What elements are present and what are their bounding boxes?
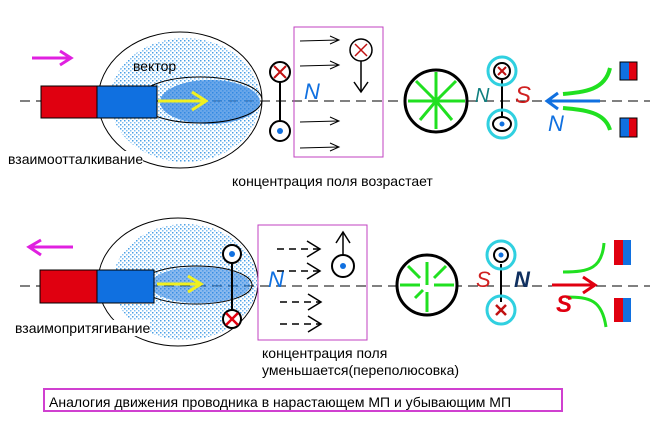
field-lines bbox=[299, 35, 341, 152]
pole-label: N bbox=[304, 79, 320, 104]
red-arrow-right bbox=[552, 275, 598, 295]
contracting-arrows bbox=[400, 262, 454, 312]
motion-arrow-right bbox=[32, 49, 74, 67]
up-arrow-icon bbox=[335, 230, 351, 255]
blue-arrow-left bbox=[544, 91, 600, 111]
field-decrease-label-1: концентрация поля bbox=[262, 345, 388, 361]
magnet-red bbox=[40, 85, 98, 119]
field-box bbox=[293, 26, 384, 158]
field-decrease-label-2: уменьшается(переполюсовка) bbox=[262, 362, 460, 378]
pole-label: S bbox=[556, 291, 573, 318]
expanding-arrows bbox=[408, 72, 465, 129]
ring-cross bbox=[486, 55, 518, 87]
bottom-row bbox=[20, 217, 650, 347]
motion-arrow-left bbox=[26, 238, 73, 257]
field-box bbox=[257, 224, 368, 341]
attraction-label: взаимопритягивание bbox=[15, 320, 151, 336]
magnet-red bbox=[39, 269, 98, 304]
pole-label: N bbox=[514, 267, 530, 292]
ring-cross bbox=[485, 294, 517, 326]
pole-label: N bbox=[475, 85, 490, 107]
ring-dot bbox=[486, 108, 518, 140]
vector-label: вектор bbox=[133, 58, 177, 74]
vector-arrow bbox=[157, 274, 204, 294]
field-increase-label: концентрация поля возрастает bbox=[232, 173, 433, 189]
pole-label: S bbox=[515, 82, 532, 109]
repulsion-label: взаимоотталкивание bbox=[8, 151, 144, 167]
pole-label: S bbox=[476, 267, 491, 292]
down-arrow-icon bbox=[353, 61, 369, 94]
ring-dot bbox=[485, 239, 517, 271]
magnet-blue bbox=[96, 269, 155, 304]
caption-box: Аналогия движения проводника в нарастающ… bbox=[43, 388, 563, 412]
pole-label: N bbox=[268, 267, 284, 292]
vector-arrow bbox=[158, 90, 209, 112]
magnet-blue bbox=[96, 85, 158, 119]
pole-label: N bbox=[548, 111, 564, 136]
field-lines bbox=[277, 240, 323, 333]
top-row bbox=[20, 26, 650, 169]
